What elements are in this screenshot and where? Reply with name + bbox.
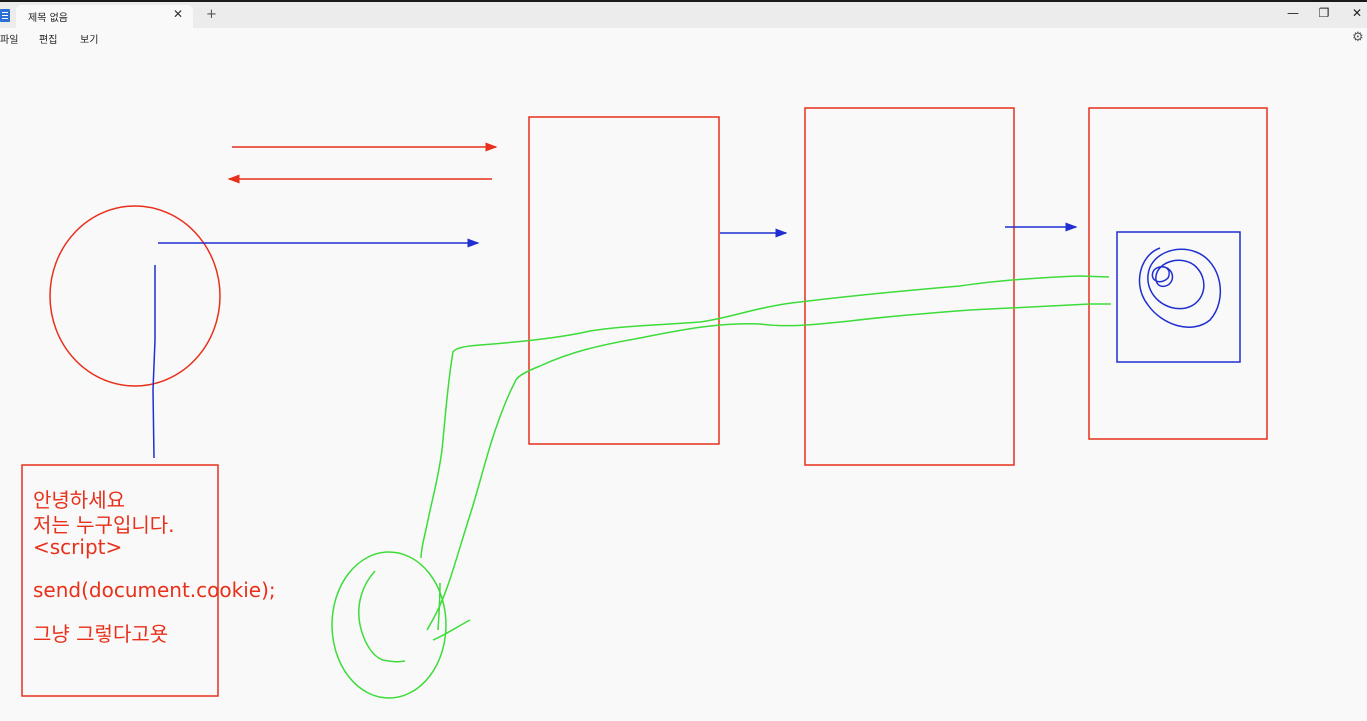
- note-box: [21, 464, 219, 697]
- minimize-button[interactable]: —: [1287, 6, 1299, 20]
- drawing-canvas[interactable]: 안녕하세요 저는 누구입니다. <script> send(document.c…: [0, 48, 1367, 721]
- tab-close-icon[interactable]: ✕: [173, 7, 184, 21]
- notepad-icon: [0, 9, 10, 22]
- note-line-greeting: 안녕하세요: [33, 488, 125, 512]
- tab-untitled[interactable]: 제목 없음 ✕: [16, 5, 193, 28]
- user-circle: [49, 205, 221, 387]
- menu-view[interactable]: 보기: [80, 35, 99, 46]
- attacker-mark-2: [432, 619, 471, 641]
- note-line-script-tag: <script>: [33, 535, 123, 559]
- note-line-send-cookie: send(document.cookie);: [33, 578, 276, 602]
- drawing-svg: [21, 107, 1268, 699]
- attacker-circle: [331, 551, 447, 699]
- server-box-2: [804, 107, 1015, 466]
- attacker-inner-curve: [358, 570, 406, 663]
- new-tab-button[interactable]: +: [206, 7, 217, 22]
- menu-bar: 파일 편집 보기 ⚙: [0, 28, 1367, 48]
- gear-icon[interactable]: ⚙: [1352, 30, 1364, 45]
- storage-scribble: [1138, 247, 1222, 328]
- user-to-note-line: [152, 265, 156, 459]
- green-path-upper: [420, 275, 1110, 559]
- title-bar: 제목 없음 ✕ + — ❐ ✕: [0, 0, 1367, 28]
- server-box-1: [528, 116, 720, 445]
- menu-edit[interactable]: 편집: [39, 35, 58, 46]
- storage-box: [1116, 231, 1241, 363]
- note-line-intro: 저는 누구입니다.: [33, 513, 175, 537]
- close-button[interactable]: ✕: [1351, 6, 1363, 20]
- green-path-lower: [426, 303, 1111, 631]
- note-line-closing: 그냥 그렇다고욧: [33, 622, 169, 646]
- menu-file[interactable]: 파일: [0, 35, 19, 46]
- maximize-button[interactable]: ❐: [1318, 6, 1330, 20]
- attacker-mark-1: [437, 582, 441, 631]
- server-box-3: [1088, 107, 1268, 440]
- tab-title: 제목 없음: [28, 13, 68, 24]
